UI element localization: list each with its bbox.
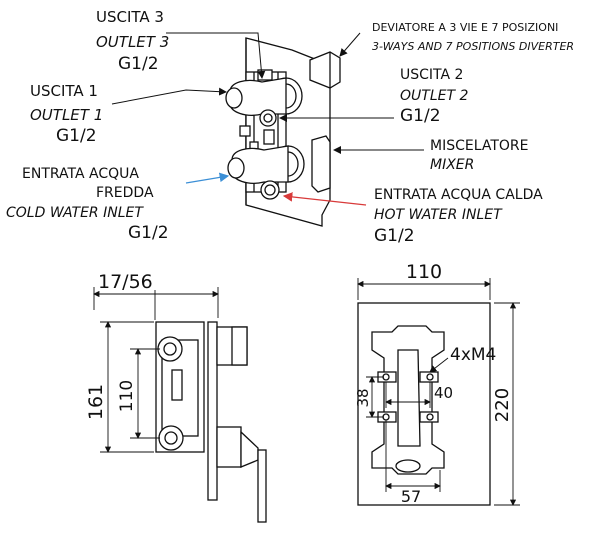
dim-57-text: 57 — [401, 487, 421, 506]
label-entrata-fredda-1: ENTRATA ACQUA — [22, 166, 139, 182]
front-view — [357, 302, 491, 506]
leader-lines — [111, 32, 424, 154]
leader-screws — [429, 357, 449, 373]
dim-38-text: 38 — [354, 388, 372, 407]
label-g12-outlet-2: G1/2 — [400, 106, 441, 126]
leader-diverter — [339, 32, 361, 57]
label-outlet-2: OUTLET 2 — [400, 88, 469, 104]
cold-inlet-port — [227, 157, 245, 179]
dim-depth-text: 17/56 — [98, 271, 153, 293]
leader-outlet-1 — [111, 87, 227, 105]
label-entrata-calda: ENTRATA ACQUA CALDA — [374, 187, 543, 203]
front-plate — [357, 302, 491, 506]
label-uscita-3: USCITA 3 — [96, 8, 164, 26]
dim-40-text: 40 — [434, 384, 453, 402]
label-mixer: MIXER — [430, 157, 475, 173]
label-entrata-fredda-2: FREDDA — [96, 185, 154, 201]
label-uscita-1: USCITA 1 — [30, 82, 98, 100]
front-dimensions — [357, 278, 520, 506]
side-plate — [207, 321, 218, 501]
front-body — [371, 325, 445, 475]
dim-161-text: 161 — [85, 384, 107, 420]
side-dimensions — [93, 287, 219, 453]
label-g12-hot: G1/2 — [374, 226, 415, 246]
isometric-view — [225, 37, 341, 227]
lever-handle — [257, 449, 267, 523]
dim-110-side-text: 110 — [117, 380, 137, 412]
dimension-texts: 17/56 161 110 110 220 4xM4 40 38 57 — [85, 261, 513, 506]
side-view — [155, 321, 267, 523]
mixer-lever — [216, 426, 242, 468]
label-cold-water-inlet: COLD WATER INLET — [6, 205, 143, 221]
label-g12-cold: G1/2 — [128, 223, 169, 243]
dim-110-front-text: 110 — [406, 261, 442, 283]
label-g12-outlet-3: G1/2 — [118, 54, 159, 74]
hot-inlet-arrow — [282, 192, 367, 206]
label-uscita-2: USCITA 2 — [400, 67, 464, 83]
label-miscelatore: MISCELATORE — [430, 138, 529, 154]
label-diverter: 3-WAYS AND 7 POSITIONS DIVERTER — [372, 40, 575, 53]
label-deviatore: DEVIATORE A 3 VIE E 7 POSIZIONI — [372, 21, 559, 34]
label-hot-water-inlet: HOT WATER INLET — [374, 207, 502, 223]
dim-220-text: 220 — [492, 388, 513, 422]
dim-screws-text: 4xM4 — [450, 345, 496, 365]
label-outlet-1: OUTLET 1 — [30, 106, 104, 124]
cold-inlet-arrow — [185, 172, 230, 184]
label-g12-outlet-1: G1/2 — [56, 126, 97, 146]
label-outlet-3: OUTLET 3 — [96, 33, 170, 51]
leader-outlet-3 — [166, 32, 266, 79]
mixer-block — [311, 135, 331, 193]
